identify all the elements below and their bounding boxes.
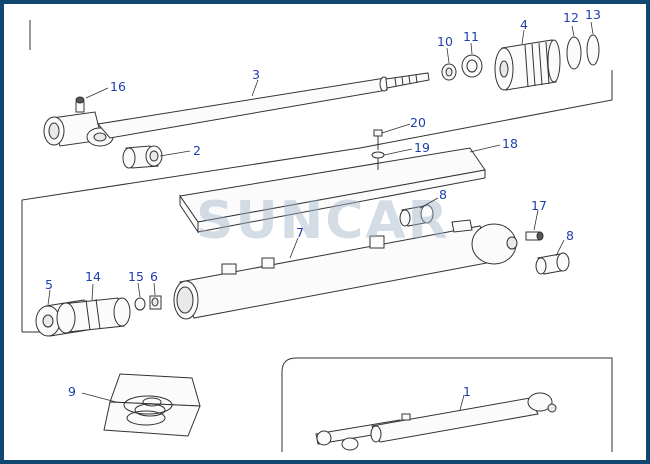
watermark: SUNCAR [196,191,450,251]
callout-10: 10 [437,34,453,49]
callout-8-upper: 8 [439,187,447,202]
callout-6: 6 [150,269,158,284]
callout-15: 15 [128,269,144,284]
part-20-bolt [373,129,383,150]
callout-2: 2 [193,143,201,158]
part-16-grease-nipple [75,96,85,113]
callout-17: 17 [531,198,547,213]
part-13-ring [586,34,600,66]
part-3-piston-rod [43,72,430,147]
part-2-bushing [122,145,163,169]
callout-3: 3 [252,67,260,82]
part-17-grease-nipple [525,231,544,241]
part-1-complete-cylinder [315,392,557,451]
part-9-seal-kit [103,373,201,437]
part-8-bushing-lower [535,252,570,275]
part-8-bushing-upper [399,204,434,227]
callout-1: 1 [463,384,471,399]
group-boundary [21,20,613,333]
part-11-washer [461,54,483,78]
part-15-o-ring [134,297,146,311]
callout-18: 18 [502,136,518,151]
leader-lines [47,21,594,411]
callout-13: 13 [585,7,601,22]
callout-8-lower: 8 [566,228,574,243]
part-4-piston [494,39,561,91]
part-10-nut [441,63,457,81]
part-6-nut [149,295,162,310]
part-7-cylinder-tube [173,219,518,320]
part-19-washer [371,151,385,170]
callout-14: 14 [85,269,101,284]
callout-4: 4 [520,17,528,32]
assembled-view-frame [281,357,613,452]
callout-12: 12 [563,10,579,25]
callout-9: 9 [68,384,76,399]
callout-11: 11 [463,29,479,44]
callout-5: 5 [45,277,53,292]
part-18-bracket [179,147,486,234]
callout-20: 20 [410,115,426,130]
callout-19: 19 [414,140,430,155]
callout-7: 7 [296,225,304,240]
callout-16: 16 [110,79,126,94]
part-12-seal [566,36,582,70]
part-14-gland [56,297,131,334]
